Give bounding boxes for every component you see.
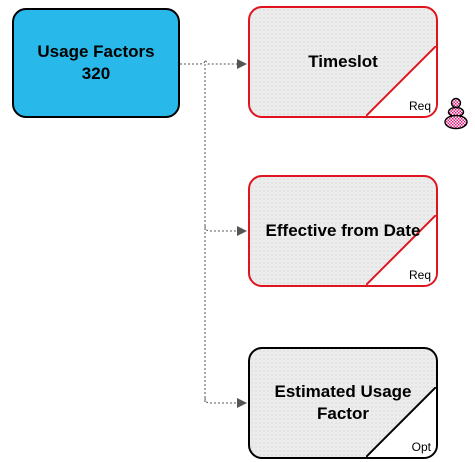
entity-label: Usage Factors 320 <box>27 41 164 85</box>
attribute-timeslot[interactable]: Timeslot Req <box>248 6 438 118</box>
requirement-tag: Req <box>408 268 431 282</box>
corner-marker <box>366 46 436 116</box>
entity-usage-factors[interactable]: Usage Factors 320 <box>12 8 180 118</box>
attribute-effective-from-date[interactable]: Effective from Date Req <box>248 175 438 287</box>
requirement-tag: Req <box>408 99 431 113</box>
entity-title: Usage Factors <box>37 42 155 61</box>
requirement-tag: Opt <box>411 440 431 454</box>
primary-key-icon <box>444 97 468 130</box>
attribute-title: Effective from Date <box>265 221 421 240</box>
corner-marker <box>366 387 436 457</box>
attribute-title: Estimated Usage Factor <box>274 382 412 423</box>
connector-effective-from-date <box>204 225 247 236</box>
connector-timeslot <box>180 58 247 69</box>
attribute-estimated-usage-factor[interactable]: Estimated Usage Factor Opt <box>248 347 438 459</box>
attribute-title: Timeslot <box>308 52 378 71</box>
connector-estimated-usage-factor <box>204 397 247 408</box>
entity-count: 320 <box>81 64 111 83</box>
corner-marker <box>366 215 436 285</box>
